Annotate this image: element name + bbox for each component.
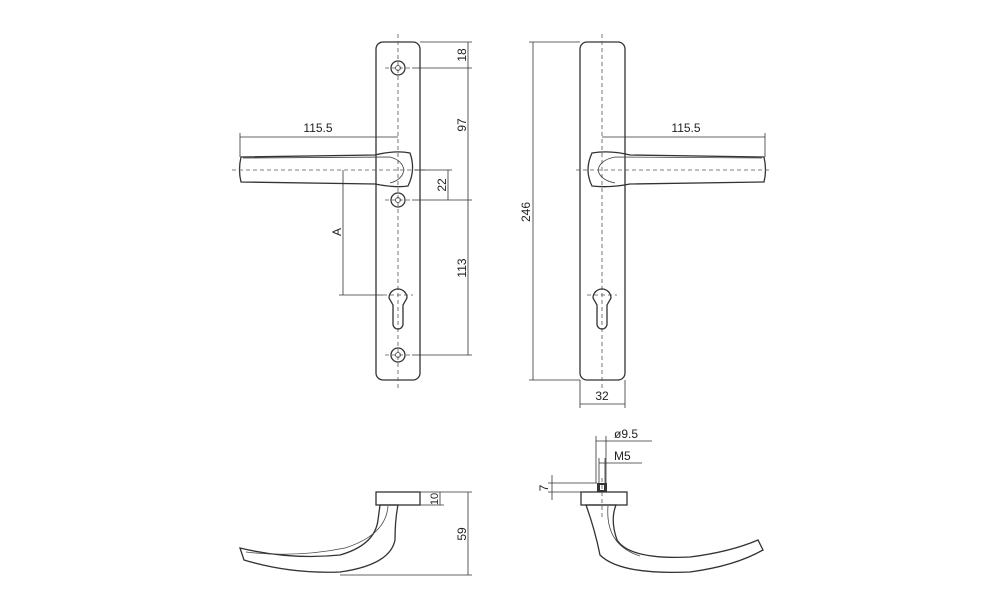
- dim-10: 10: [429, 493, 441, 505]
- dim-spindle-diameter: ø9.5: [614, 427, 638, 441]
- lever-handle: [238, 151, 414, 188]
- lever-handle: [587, 151, 767, 188]
- dim-32: 32: [595, 389, 609, 403]
- dim-22: 22: [435, 178, 449, 192]
- dim-113: 113: [455, 258, 469, 277]
- dim-59: 59: [455, 527, 469, 541]
- side-view: 115.5 246 32: [519, 34, 772, 408]
- dim-handle-length: 115.5: [671, 121, 700, 135]
- backplate: [579, 41, 626, 381]
- dim-handle-length: 115.5: [303, 121, 332, 135]
- screw-hole-bottom: [385, 347, 412, 363]
- rose: [580, 491, 628, 506]
- dim-18: 18: [455, 48, 469, 62]
- dim-7: 7: [537, 484, 551, 491]
- profile-right: ø9.5 M5 7: [537, 427, 764, 574]
- cylinder-hole: [388, 288, 408, 330]
- dim-thread: M5: [614, 449, 631, 463]
- rose: [375, 491, 421, 506]
- dim-97: 97: [455, 118, 469, 132]
- lever-profile: [239, 504, 399, 573]
- dim-246: 246: [519, 202, 533, 222]
- cylinder-hole: [592, 288, 612, 330]
- profile-left: 10 59: [239, 491, 472, 576]
- lever-profile: [585, 504, 764, 574]
- screw-hole-top: [385, 60, 412, 76]
- dim-A: A: [330, 228, 344, 236]
- screw-hole-middle: [385, 192, 412, 208]
- front-view: 115.5 18 97 22 113 A: [232, 34, 472, 388]
